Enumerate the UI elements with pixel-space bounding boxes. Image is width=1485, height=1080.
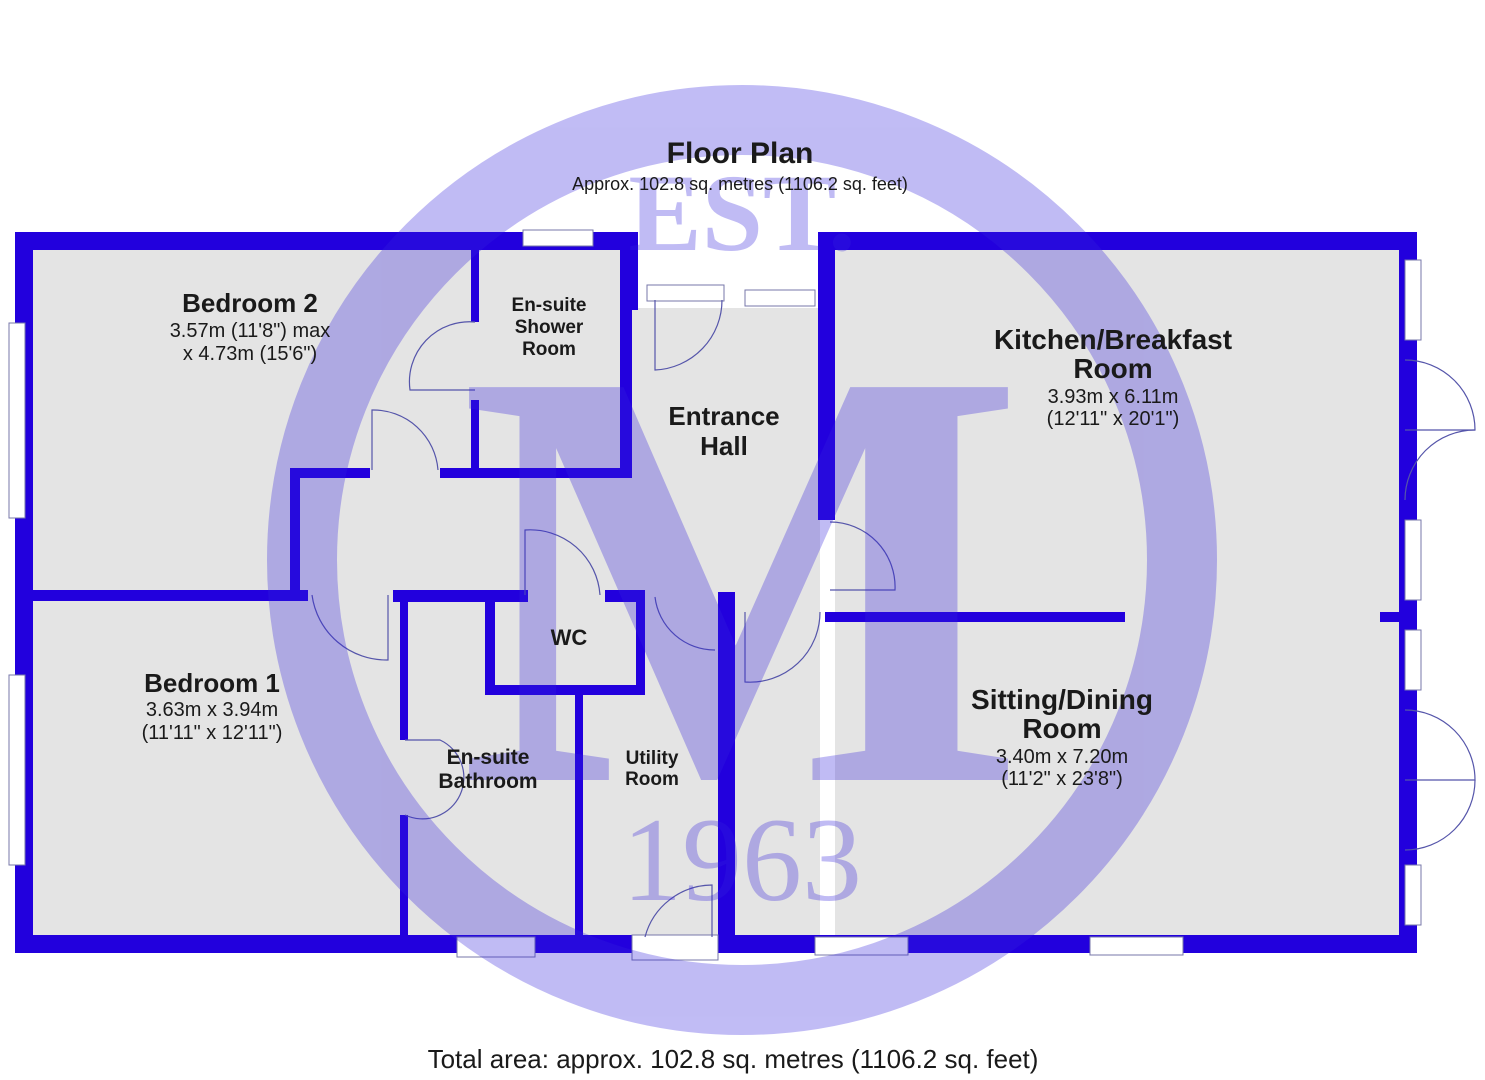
room-name: Shower [515, 317, 584, 338]
room-name: Room [522, 339, 576, 360]
room-dimensions: x 4.73m (15'6") [183, 343, 317, 365]
room-name: En-suite [512, 295, 587, 316]
room-dimensions: 3.40m x 7.20m [996, 746, 1128, 768]
room-name: Room [1022, 713, 1101, 744]
plan-title: Floor Plan [667, 137, 814, 170]
room-wc: WC [551, 625, 588, 650]
room-sitting-dining: Sitting/Dining Room 3.40m x 7.20m (11'2"… [971, 684, 1153, 790]
room-name: WC [551, 625, 588, 650]
room-dimensions: (12'11" x 20'1") [1047, 408, 1180, 430]
total-area: Total area: approx. 102.8 sq. metres (11… [428, 1044, 1039, 1074]
watermark-letter: M [459, 245, 1025, 910]
room-name: Bedroom 2 [182, 288, 318, 318]
room-ensuite-shower: En-suite Shower Room [512, 295, 587, 360]
room-name: Sitting/Dining [971, 684, 1153, 715]
room-dimensions: 3.93m x 6.11m [1048, 386, 1179, 408]
plan-subtitle: Approx. 102.8 sq. metres (1106.2 sq. fee… [572, 174, 908, 194]
windows [8, 229, 1422, 958]
room-dimensions: 3.57m (11'8") max [170, 320, 331, 342]
watermark-est: EST. [628, 152, 855, 274]
room-name: Room [1073, 353, 1152, 384]
room-dimensions: 3.63m x 3.94m [146, 699, 278, 721]
room-utility: Utility Room [625, 748, 679, 790]
room-dimensions: (11'2" x 23'8") [1001, 768, 1123, 790]
room-name: Utility [626, 748, 679, 769]
room-name: Room [625, 769, 679, 790]
room-entrance-hall: Entrance Hall [668, 401, 779, 461]
room-name: Entrance [668, 401, 779, 431]
room-ensuite-bathroom: En-suite Bathroom [438, 746, 537, 793]
room-dimensions: (11'11" x 12'11") [142, 722, 283, 744]
room-kitchen: Kitchen/Breakfast Room 3.93m x 6.11m (12… [994, 324, 1232, 430]
watermark-logo: EST. M 1963 [267, 85, 1217, 1035]
room-name: Kitchen/Breakfast [994, 324, 1232, 355]
room-name: En-suite [447, 746, 530, 769]
watermark-year: 1963 [622, 793, 862, 926]
room-bedroom-1: Bedroom 1 3.63m x 3.94m (11'11" x 12'11"… [142, 668, 283, 744]
room-name: Bedroom 1 [144, 668, 280, 698]
room-bedroom-2: Bedroom 2 3.57m (11'8") max x 4.73m (15'… [170, 288, 331, 365]
room-name: Hall [700, 431, 748, 461]
doors [311, 284, 1476, 961]
room-name: Bathroom [438, 770, 537, 793]
